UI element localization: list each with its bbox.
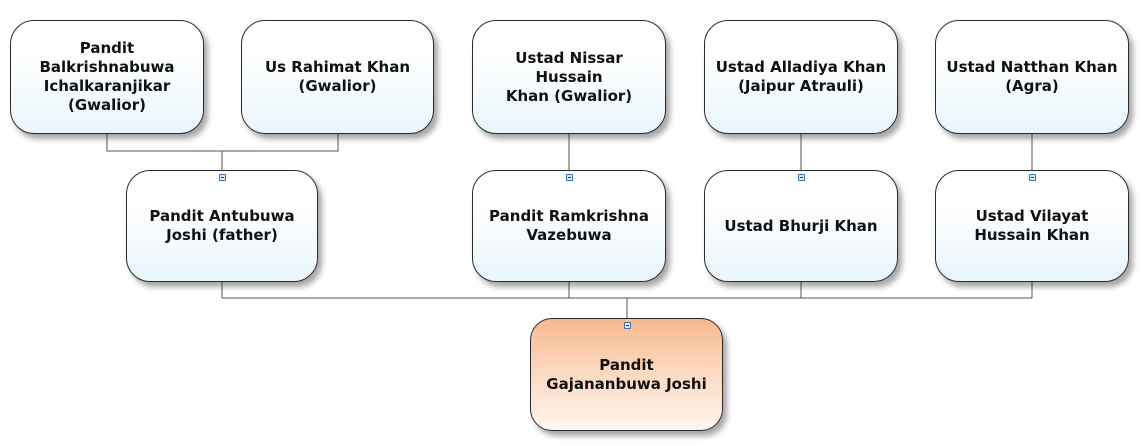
node-label: Pandit Antubuwa Joshi (father) <box>149 207 295 244</box>
node-rahimat-khan[interactable]: Us Rahimat Khan (Gwalior) <box>241 20 434 134</box>
collapse-icon[interactable] <box>624 322 631 329</box>
node-ramkrishna[interactable]: Pandit Ramkrishna Vazebuwa <box>472 170 666 282</box>
node-natthan-khan[interactable]: Ustad Natthan Khan (Agra) <box>935 20 1129 134</box>
node-balkrishnabuwa[interactable]: Pandit Balkrishnabuwa Ichalkaranjikar (G… <box>10 20 204 134</box>
collapse-icon[interactable] <box>219 174 226 181</box>
node-label: Us Rahimat Khan (Gwalior) <box>264 58 411 95</box>
node-label: Ustad Vilayat Hussain Khan <box>974 207 1090 244</box>
node-label: Pandit Ramkrishna Vazebuwa <box>489 207 649 244</box>
node-antubuwa[interactable]: Pandit Antubuwa Joshi (father) <box>126 170 318 282</box>
node-bhurji-khan[interactable]: Ustad Bhurji Khan <box>704 170 898 282</box>
collapse-icon[interactable] <box>798 174 805 181</box>
node-alladiya-khan[interactable]: Ustad Alladiya Khan (Jaipur Atrauli) <box>704 20 898 134</box>
node-label: Ustad Bhurji Khan <box>724 216 878 235</box>
collapse-icon[interactable] <box>1029 174 1036 181</box>
node-label: Pandit Balkrishnabuwa Ichalkaranjikar (G… <box>39 39 175 114</box>
node-gajananbuwa[interactable]: Pandit Gajananbuwa Joshi <box>530 318 723 431</box>
node-vilayat-hussain[interactable]: Ustad Vilayat Hussain Khan <box>935 170 1129 282</box>
node-label: Ustad Alladiya Khan (Jaipur Atrauli) <box>715 58 887 95</box>
node-label: Ustad Nissar Hussain Khan (Gwalior) <box>505 48 633 105</box>
node-label: Ustad Natthan Khan (Agra) <box>946 58 1118 95</box>
node-label: Pandit Gajananbuwa Joshi <box>546 355 707 393</box>
node-nissar-hussain[interactable]: Ustad Nissar Hussain Khan (Gwalior) <box>472 20 666 134</box>
collapse-icon[interactable] <box>566 174 573 181</box>
